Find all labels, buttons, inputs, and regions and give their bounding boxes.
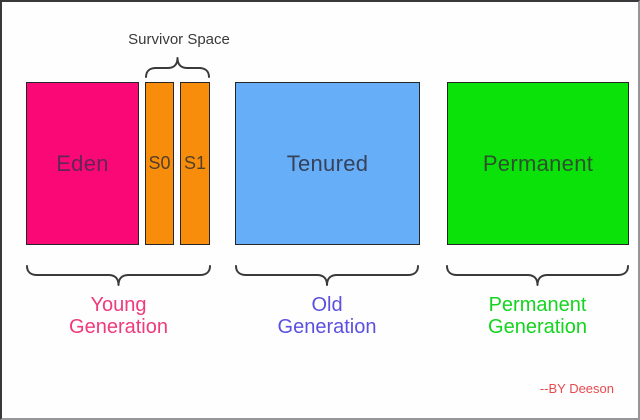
old-generation-label-line1: Old — [311, 294, 343, 316]
permanent-generation-label-line2: Generation — [488, 316, 587, 338]
eden-label: Eden — [56, 150, 109, 176]
tenured-box: Tenured — [235, 82, 420, 245]
eden-box: Eden — [26, 82, 139, 245]
permanent-box: Permanent — [447, 82, 629, 245]
young-generation-brace-icon — [26, 265, 211, 286]
young-generation-label-line2: Generation — [69, 316, 168, 338]
tenured-label: Tenured — [286, 150, 369, 176]
s0-box: S0 — [145, 82, 174, 245]
old-generation-label: Old Generation — [247, 294, 407, 338]
old-generation-label-line2: Generation — [277, 316, 377, 338]
permanent-generation-brace-icon — [446, 265, 629, 286]
survivor-space-label: Survivor Space — [128, 31, 230, 48]
byline: --BY Deeson — [539, 381, 614, 396]
permanent-generation-label-line1: Permanent — [488, 294, 587, 316]
survivor-space-brace-icon — [145, 57, 210, 78]
s1-label: S1 — [183, 153, 207, 173]
permanent-label: Permanent — [482, 150, 594, 176]
permanent-generation-label: Permanent Generation — [457, 294, 618, 338]
old-generation-brace-icon — [235, 265, 419, 286]
young-generation-label-line1: Young — [90, 294, 147, 316]
young-generation-label: Young Generation — [38, 294, 199, 338]
s1-box: S1 — [180, 82, 210, 245]
s0-label: S0 — [148, 153, 171, 173]
